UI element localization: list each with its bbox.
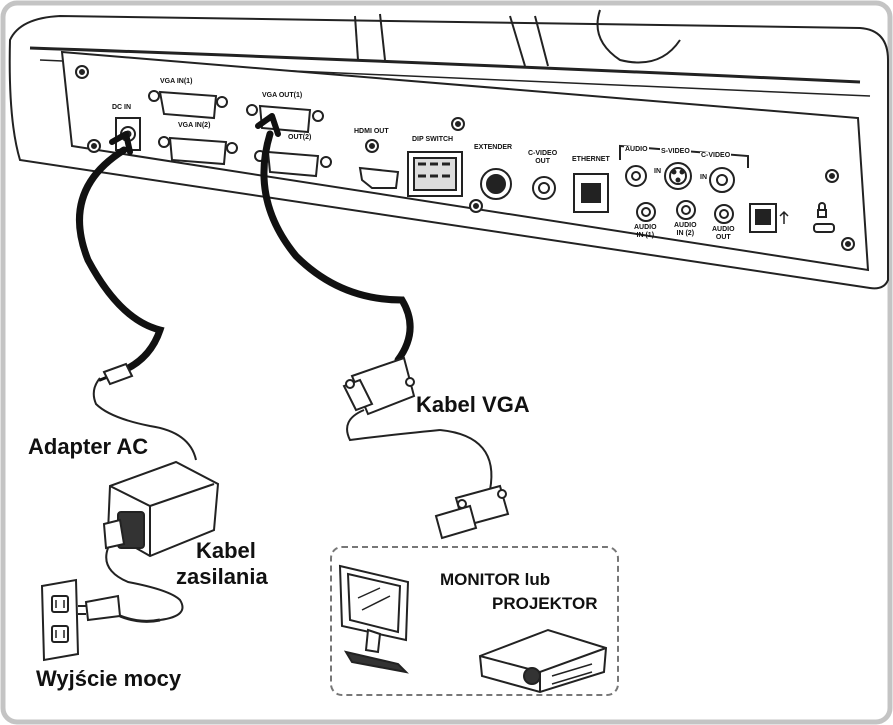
c-video-out-port-icon: [532, 176, 556, 200]
hdmi-port-icon: [358, 139, 400, 189]
kensington-lock-icon: [813, 202, 835, 233]
port-label-dip-switch: DIP SWITCH: [412, 136, 454, 143]
ac-adapter-icon: [102, 460, 220, 623]
vga-port-icons: [148, 90, 332, 178]
label-monitor-line2: PROJEKTOR: [492, 594, 598, 613]
vga-cable: [255, 113, 414, 364]
port-label-audio-in-1: AUDIO IN (1): [634, 224, 657, 240]
port-label-audio-out-line1: AUDIO: [712, 226, 735, 233]
port-label-in-b: IN: [700, 174, 707, 181]
port-label-in-a: IN: [654, 168, 661, 175]
label-power-outlet: Wyjście mocy: [36, 666, 182, 691]
label-monitor-line1: MONITOR lub: [440, 570, 551, 589]
port-label-audio-in-1-line2: IN (1): [636, 232, 655, 239]
port-label-c-video: C-VIDEO: [700, 152, 732, 160]
port-label-audio-out-line2: OUT: [715, 234, 731, 241]
port-label-audio: AUDIO: [624, 146, 649, 154]
port-label-extender: EXTENDER: [474, 144, 513, 151]
port-label-s-video: S-VIDEO: [660, 148, 691, 156]
label-vga-cable: Kabel VGA: [416, 392, 530, 417]
port-label-ethernet: ETHERNET: [572, 156, 610, 163]
port-label-audio-in-2-line1: AUDIO: [674, 222, 697, 229]
port-label-audio-in-2: AUDIO IN (2): [674, 222, 697, 238]
display-device-box: [330, 546, 619, 696]
projector-icon: [478, 628, 608, 694]
power-outlet-icon: [40, 578, 122, 662]
monitor-icon: [338, 564, 410, 674]
extender-port-icon: [480, 168, 512, 200]
dip-switch-icon: [407, 151, 463, 197]
port-label-hdmi-out: HDMI OUT: [354, 128, 389, 135]
dc-plug-icon: [92, 362, 197, 461]
label-ac-adapter: Adapter AC: [28, 434, 149, 459]
ethernet-port-icon: [573, 173, 609, 213]
port-label-vga-in-1: VGA IN(1): [160, 78, 193, 85]
label-power-cable-line1: Kabel: [196, 538, 256, 563]
port-label-audio-in-1-line1: AUDIO: [634, 224, 657, 231]
screw-icons: [75, 65, 855, 251]
port-label-audio-in-2-line2: IN (2): [676, 230, 695, 237]
vga-connector-bottom-icon: [434, 484, 510, 540]
av-jack-icons: [625, 162, 735, 224]
vga-connector-top-icon: [342, 356, 493, 491]
port-label-c-video-out: C-VIDEO OUT: [528, 150, 557, 166]
port-label-vga-in-2: VGA IN(2): [178, 122, 211, 129]
port-label-c-video-out-line2: OUT: [535, 158, 550, 165]
port-label-c-video-out-line1: C-VIDEO: [528, 150, 558, 157]
port-label-audio-out: AUDIO OUT: [712, 226, 735, 242]
label-power-cable-line2: zasilania: [176, 564, 268, 589]
usb-port-icon: [749, 203, 789, 233]
port-label-dc-in: DC IN: [112, 104, 132, 111]
port-label-vga-out-1: VGA OUT(1): [262, 92, 303, 99]
port-label-vga-out-2: OUT(2): [288, 134, 312, 141]
